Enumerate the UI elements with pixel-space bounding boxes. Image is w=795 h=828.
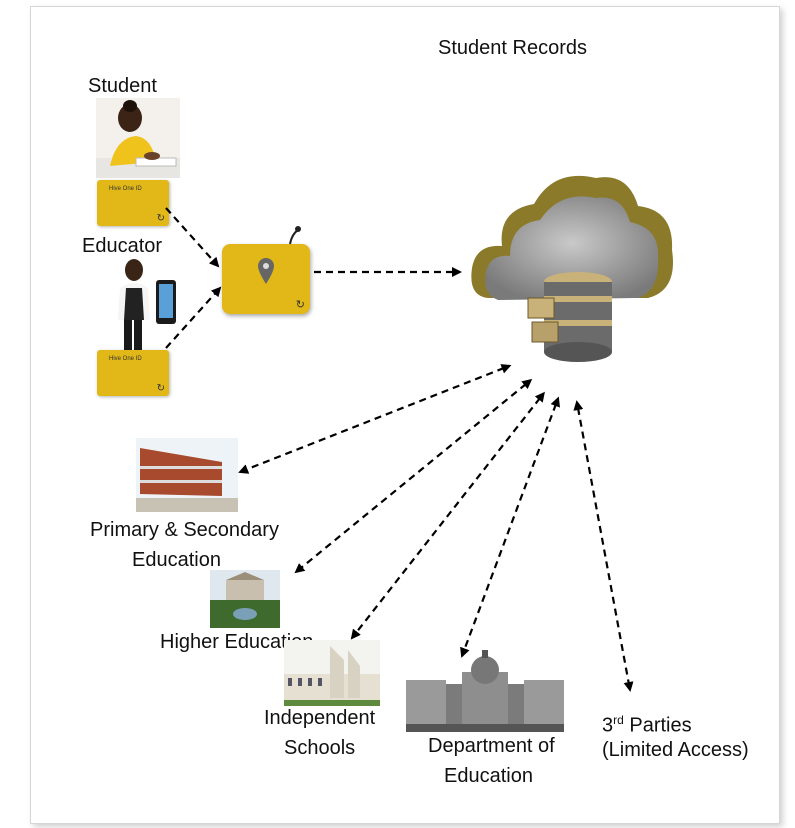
sync-icon: ↻ — [156, 383, 165, 394]
arrow-cloud-department — [460, 396, 560, 658]
higher-education-image — [210, 570, 280, 628]
antenna-icon — [289, 226, 301, 245]
arrow-educator-to-device — [165, 286, 222, 349]
arrow-student-to-device — [165, 207, 220, 268]
arrow-cloud-higher — [294, 378, 533, 574]
third-parties-word: Parties — [623, 714, 692, 737]
arrow-cloud-primary — [238, 364, 512, 474]
primary-secondary-label-line2: Education — [132, 549, 221, 571]
independent-schools-image — [284, 640, 380, 706]
student-image — [96, 98, 180, 178]
primary-school-image — [136, 438, 238, 512]
educator-id-card: Hive One ID ↻ — [97, 350, 169, 396]
higher-education-label: Higher Education — [160, 631, 314, 653]
third-parties-number: 3 — [602, 714, 614, 737]
student-id-card: Hive One ID ↻ — [97, 180, 169, 226]
arrow-cloud-independent — [350, 391, 545, 640]
third-parties-label-line1: 3rd Parties — [602, 708, 692, 738]
third-parties-ordinal: rd — [613, 713, 624, 727]
department-label-line1: Department of — [428, 735, 555, 757]
student-label: Student — [88, 75, 157, 97]
department-label-line2: Education — [444, 765, 533, 787]
card-text: Hive One ID — [109, 356, 142, 362]
department-building-image — [406, 650, 564, 732]
hive-device: ↻ — [222, 244, 310, 314]
cloud-database-icon — [471, 175, 673, 362]
educator-image — [118, 259, 176, 354]
card-text: Hive One ID — [109, 186, 142, 192]
third-parties-label-line2: (Limited Access) — [602, 739, 749, 761]
diagram-title: Student Records — [438, 37, 587, 59]
arrow-cloud-third-parties — [573, 400, 634, 692]
sync-icon: ↻ — [156, 213, 165, 224]
educator-label: Educator — [82, 235, 163, 257]
sync-icon: ↻ — [295, 299, 305, 311]
location-pin-icon — [258, 258, 274, 284]
independent-label-line1: Independent — [264, 707, 376, 729]
independent-label-line2: Schools — [284, 737, 356, 759]
primary-secondary-label-line1: Primary & Secondary — [90, 519, 279, 541]
